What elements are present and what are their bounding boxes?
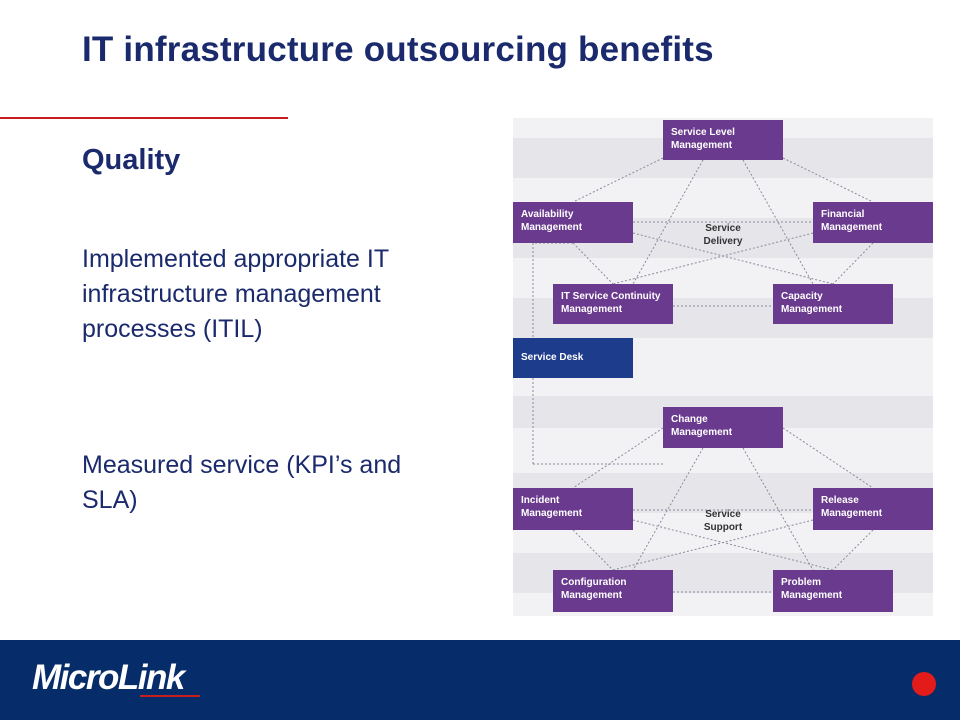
box-label: Management <box>781 590 843 601</box>
it-service-continuity-management-box: IT Service Continuity Management <box>553 284 673 324</box>
box-label: Capacity <box>781 291 823 302</box>
box-label: Management <box>561 304 623 315</box>
availability-management-box: Availability Management <box>513 202 633 243</box>
red-dot-icon <box>912 672 936 696</box>
box-label: Management <box>521 222 583 233</box>
service-level-management-box: Service Level Management <box>663 120 783 160</box>
service-delivery-label: Service Delivery <box>693 222 753 248</box>
capacity-management-box: Capacity Management <box>773 284 893 324</box>
release-management-box: Release Management <box>813 488 933 530</box>
center-label-line: Service <box>705 223 741 234</box>
box-label: IT Service Continuity <box>561 291 661 302</box>
box-label: Management <box>671 427 733 438</box>
microlink-logo: MicroLink <box>32 658 185 697</box>
title-divider <box>0 117 288 119</box>
box-label: Service Desk <box>521 352 584 363</box>
box-label: Management <box>521 508 583 519</box>
box-label: Financial <box>821 209 865 220</box>
service-desk-box: Service Desk <box>513 338 633 378</box>
logo-underline <box>140 695 200 697</box>
incident-management-box: Incident Management <box>513 488 633 530</box>
box-label: Management <box>821 508 883 519</box>
box-label: Management <box>821 222 883 233</box>
box-label: Incident <box>521 495 560 506</box>
box-label: Management <box>671 140 733 151</box>
diagram-connectors <box>532 157 874 593</box>
center-label-line: Support <box>703 522 743 533</box>
section-heading: Quality <box>82 144 181 176</box>
box-label: Release <box>821 495 859 506</box>
box-label: Change <box>671 414 708 425</box>
slide-title: IT infrastructure outsourcing benefits <box>82 30 714 69</box>
box-label: Configuration <box>561 577 627 588</box>
benefit-paragraph-kpi: Measured service (KPI’s and SLA) <box>82 451 402 514</box>
problem-management-box: Problem Management <box>773 570 893 612</box>
benefit-paragraph-itil: Implemented appropriate IT infrastructur… <box>82 245 389 343</box>
center-label-line: Delivery <box>703 236 743 247</box>
box-label: Management <box>781 304 843 315</box>
service-support-label: Service Support <box>693 508 753 534</box>
footer-bar: MicroLink <box>0 640 960 720</box>
change-management-box: Change Management <box>663 407 783 448</box>
configuration-management-box: Configuration Management <box>553 570 673 612</box>
itil-process-diagram: Service Level Management Availability Ma… <box>513 118 933 616</box>
financial-management-box: Financial Management <box>813 202 933 243</box>
box-label: Availability <box>521 209 574 220</box>
box-label: Management <box>561 590 623 601</box>
box-label: Problem <box>781 577 822 588</box>
center-label-line: Service <box>705 509 741 520</box>
box-label: Service Level <box>671 127 735 138</box>
